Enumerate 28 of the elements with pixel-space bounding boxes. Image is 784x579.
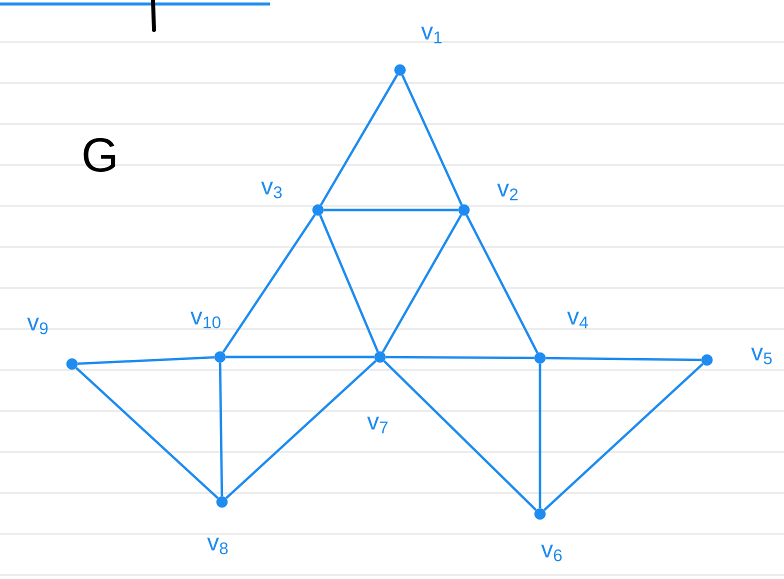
graph-edge: [78, 356, 214, 365]
graph-edge: [222, 214, 316, 353]
vertex-label: v$_{4}$: [567, 312, 588, 328]
graph-edge: [466, 214, 538, 354]
graph-name: G: [84, 138, 116, 172]
graph-edge: [320, 74, 398, 206]
graph-edge: [546, 356, 702, 362]
graph-edge: [225, 360, 377, 500]
graph-edge: [543, 362, 704, 512]
vertex-label: v$_{8}$: [207, 538, 228, 554]
graph-edge: [75, 366, 219, 500]
graph-edge: [324, 208, 458, 212]
graph-edge: [218, 362, 224, 496]
vertex-label: v$_{5}$: [751, 348, 772, 364]
graph-edge: [226, 356, 374, 358]
vertex-label: v$_{1}$: [421, 26, 442, 44]
vertex-label: v$_{10}$: [190, 312, 220, 328]
graph-edge: [319, 214, 379, 352]
vertex-label: v$_{9}$: [27, 318, 48, 334]
graph-edge: [538, 364, 542, 508]
graph-edge: [382, 214, 462, 353]
vertex-label: v$_{6}$: [541, 544, 562, 562]
graph-edge: [401, 74, 463, 206]
graph-edge: [383, 360, 537, 511]
vertex-label: v$_{3}$: [261, 182, 282, 198]
graph-edge: [386, 356, 534, 360]
vertex-label: v$_{7}$: [367, 416, 388, 434]
vertex-label: v$_{2}$: [497, 184, 518, 200]
